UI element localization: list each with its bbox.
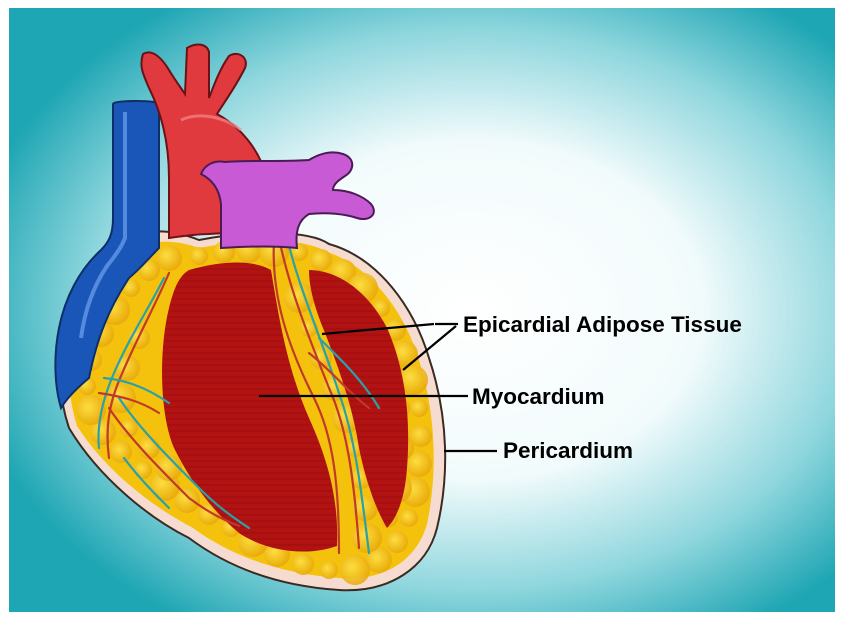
- fat-blob: [156, 245, 182, 271]
- fat-blob: [110, 441, 132, 463]
- fat-blob: [410, 425, 432, 447]
- heart-diagram: Epicardial Adipose Tissue Myocardium Per…: [9, 8, 835, 612]
- fat-blob: [400, 509, 418, 527]
- label-myocardium: Myocardium: [472, 384, 605, 409]
- fat-blob: [114, 355, 140, 381]
- fat-blob: [190, 247, 208, 265]
- fat-blob: [340, 555, 370, 585]
- label-pericardium: Pericardium: [503, 438, 633, 463]
- fat-blob: [410, 399, 428, 417]
- label-epicardial-adipose-tissue: Epicardial Adipose Tissue: [463, 312, 742, 337]
- fat-blob: [292, 553, 314, 575]
- fat-blob: [320, 561, 338, 579]
- fat-blob: [134, 461, 152, 479]
- diagram-canvas: Epicardial Adipose Tissue Myocardium Per…: [9, 8, 835, 612]
- fat-blob: [386, 531, 408, 553]
- fat-blob: [310, 249, 332, 271]
